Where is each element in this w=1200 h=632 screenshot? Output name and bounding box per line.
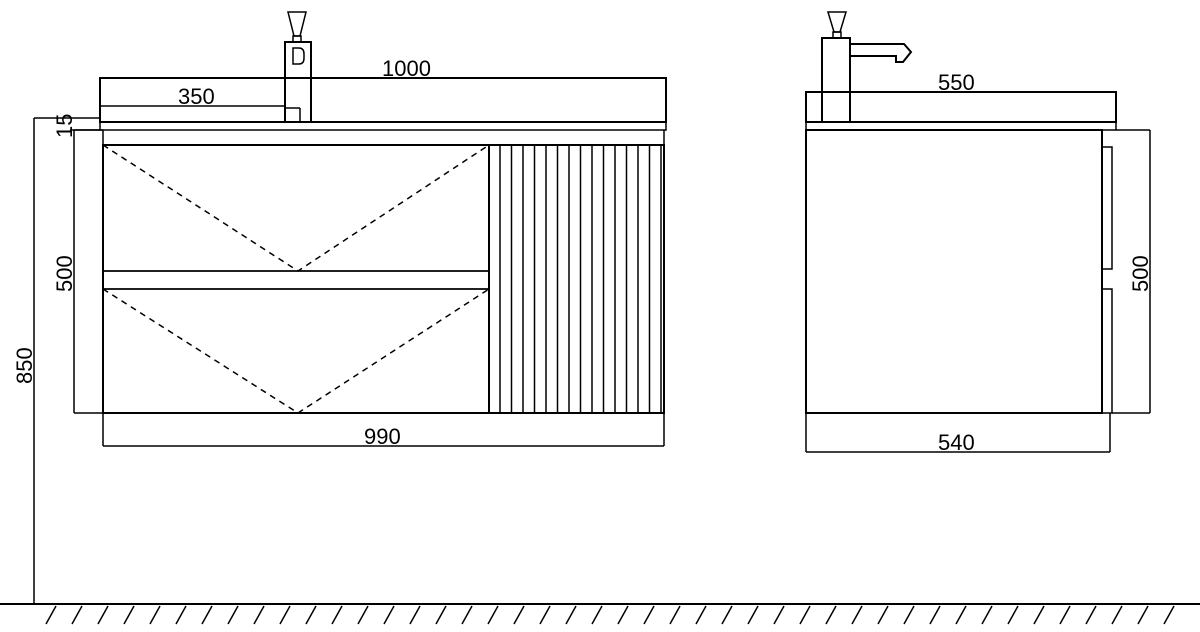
floor-hatch-line bbox=[253, 605, 265, 625]
floor-hatch-line bbox=[279, 605, 291, 625]
floor-hatch-line bbox=[955, 605, 967, 625]
front-lower-drawer bbox=[102, 288, 490, 414]
floor-hatch-line bbox=[565, 605, 577, 625]
floor-hatch-line bbox=[773, 605, 785, 625]
floor-hatch-line bbox=[45, 605, 57, 625]
floor-hatch-line bbox=[383, 605, 395, 625]
floor-hatch-line bbox=[929, 605, 941, 625]
floor-hatch-line bbox=[1111, 605, 1123, 625]
floor bbox=[0, 603, 1200, 625]
floor-hatch-line bbox=[201, 605, 213, 625]
floor-hatch-line bbox=[669, 605, 681, 625]
floor-hatch-line bbox=[513, 605, 525, 625]
floor-hatching bbox=[45, 605, 1175, 625]
dim-side-top-depth-label: 550 bbox=[938, 70, 975, 95]
floor-hatch-line bbox=[903, 605, 915, 625]
floor-hatch-line bbox=[97, 605, 109, 625]
floor-hatch-line bbox=[1007, 605, 1019, 625]
dim-side-cabinet-depth: 540 bbox=[805, 413, 1111, 455]
floor-hatch-line bbox=[357, 605, 369, 625]
front-view: 1000 350 15 500 850 bbox=[12, 11, 667, 604]
floor-hatch-line bbox=[747, 605, 759, 625]
dim-side-cabinet-depth-label: 540 bbox=[938, 430, 975, 455]
floor-hatch-line bbox=[71, 605, 83, 625]
side-view: 550 500 540 bbox=[805, 11, 1153, 455]
dim-front-cabinet-height-label: 500 bbox=[52, 255, 77, 292]
floor-hatch-line bbox=[851, 605, 863, 625]
dim-basin-offset-label: 350 bbox=[178, 84, 215, 109]
floor-hatch-line bbox=[825, 605, 837, 625]
dim-side-top-depth: 550 bbox=[806, 70, 1116, 95]
floor-hatch-line bbox=[1033, 605, 1045, 625]
dim-cabinet-width: 990 bbox=[102, 413, 665, 449]
fluted-door-grooves bbox=[499, 145, 662, 413]
dim-top-width: 1000 bbox=[100, 56, 666, 81]
floor-hatch-line bbox=[1163, 605, 1175, 625]
front-faucet bbox=[284, 11, 312, 123]
floor-hatch-line bbox=[591, 605, 603, 625]
dim-basin-offset: 350 bbox=[99, 84, 285, 112]
floor-hatch-line bbox=[1085, 605, 1097, 625]
floor-hatch-line bbox=[435, 605, 447, 625]
floor-hatch-line bbox=[305, 605, 317, 625]
side-cabinet-body bbox=[805, 129, 1103, 414]
floor-hatch-line bbox=[1059, 605, 1071, 625]
front-top-slab bbox=[99, 121, 667, 131]
floor-hatch-line bbox=[409, 605, 421, 625]
floor-hatch-line bbox=[227, 605, 239, 625]
front-upper-drawer bbox=[102, 144, 490, 272]
dim-side-cabinet-height: 500 bbox=[1112, 129, 1153, 414]
floor-hatch-line bbox=[799, 605, 811, 625]
floor-hatch-line bbox=[487, 605, 499, 625]
floor-hatch-line bbox=[877, 605, 889, 625]
floor-hatch-line bbox=[149, 605, 161, 625]
floor-hatch-line bbox=[721, 605, 733, 625]
side-top-slab bbox=[805, 121, 1117, 131]
dim-top-thickness: 15 bbox=[52, 114, 100, 138]
upper-drawer-open-mark bbox=[102, 144, 490, 272]
floor-hatch-line bbox=[539, 605, 551, 625]
side-faucet bbox=[821, 11, 913, 123]
floor-hatch-line bbox=[123, 605, 135, 625]
floor-hatch-line bbox=[981, 605, 993, 625]
side-drawer-fronts bbox=[1101, 146, 1113, 414]
dim-floor-height-label: 850 bbox=[12, 347, 37, 384]
dim-top-width-label: 1000 bbox=[382, 56, 431, 81]
floor-hatch-line bbox=[175, 605, 187, 625]
dim-floor-height: 850 bbox=[12, 117, 70, 604]
dim-front-cabinet-height: 500 bbox=[52, 129, 103, 414]
floor-hatch-line bbox=[617, 605, 629, 625]
floor-hatch-line bbox=[1137, 605, 1149, 625]
dim-cabinet-width-label: 990 bbox=[364, 424, 401, 449]
dim-side-cabinet-height-label: 500 bbox=[1128, 255, 1153, 292]
lower-drawer-open-mark bbox=[102, 288, 490, 414]
floor-hatch-line bbox=[461, 605, 473, 625]
floor-hatch-line bbox=[643, 605, 655, 625]
side-countertop bbox=[805, 91, 1117, 123]
floor-hatch-line bbox=[695, 605, 707, 625]
floor-hatch-line bbox=[331, 605, 343, 625]
front-fluted-door bbox=[488, 144, 665, 414]
